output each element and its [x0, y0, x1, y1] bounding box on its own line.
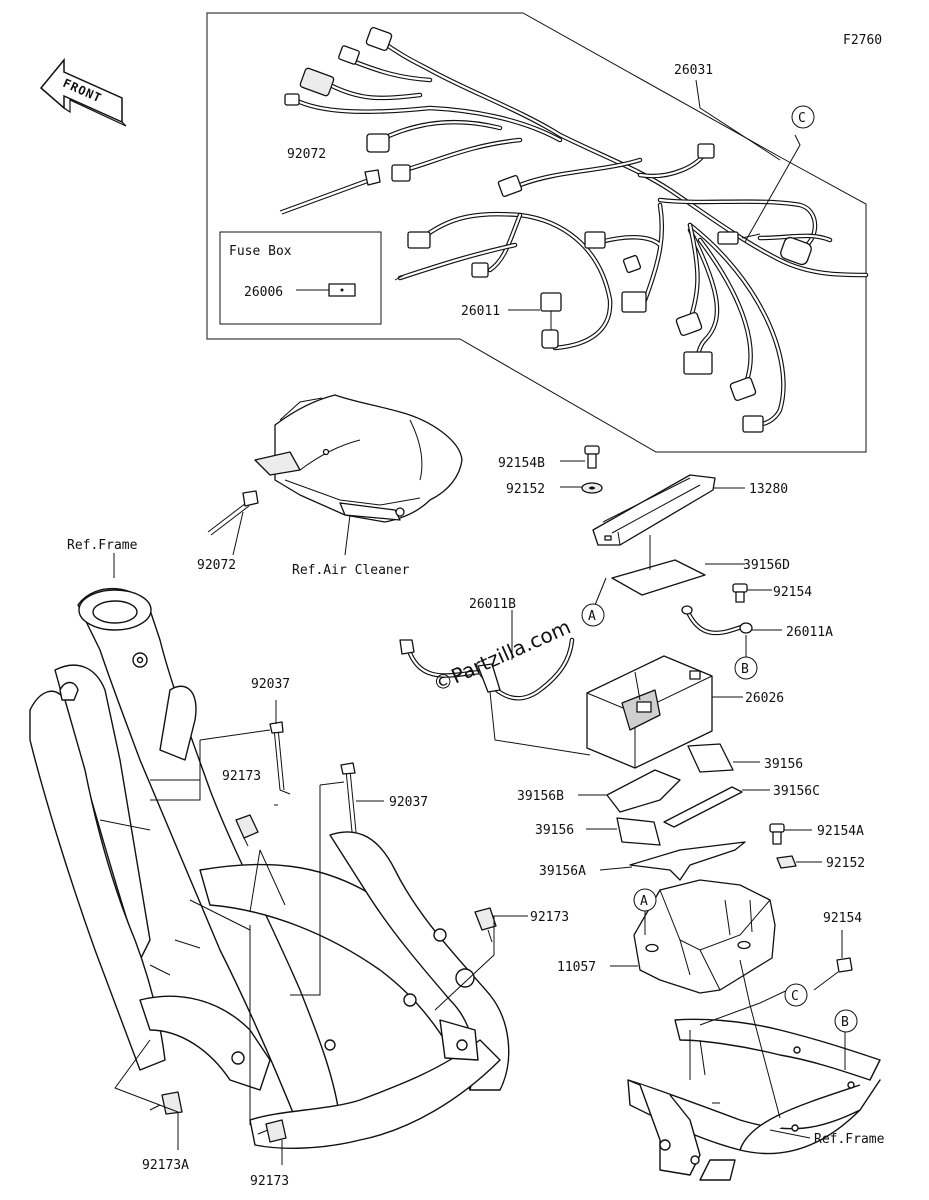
label-92154-top: 92154: [773, 585, 812, 600]
clip-mid: [235, 814, 259, 847]
air-cleaner-housing: [254, 394, 463, 523]
callout-a-lower: A: [633, 888, 657, 912]
label-39156c: 39156C: [773, 784, 820, 799]
sub-harness: [540, 292, 562, 349]
pad-39156-right: [687, 743, 760, 773]
clip-bottom: [257, 1119, 287, 1143]
band-right: [340, 762, 357, 833]
label-92152-low: 92152: [826, 856, 865, 871]
pad-39156a: [599, 841, 746, 881]
harness-clamp-lower: [207, 490, 259, 536]
label-26026: 26026: [745, 691, 784, 706]
label-26011b: 26011B: [469, 597, 516, 612]
label-92037-left: 92037: [251, 677, 290, 692]
fuse-box-inset: [219, 231, 382, 325]
callout-b-left: B: [734, 656, 758, 680]
label-13280: 13280: [749, 482, 788, 497]
pad-39156d: [611, 535, 745, 596]
clip-a: [149, 1091, 183, 1115]
callout-letter: B: [741, 662, 749, 677]
label-92173-mid: 92173: [222, 769, 261, 784]
label-92072-upper: 92072: [287, 147, 326, 162]
label-92072-lower: 92072: [197, 558, 236, 573]
callout-a-left: A: [581, 603, 605, 627]
label-26011: 26011: [461, 304, 500, 319]
vehicle-frame: [29, 587, 510, 1149]
battery-holder: [592, 474, 745, 546]
harness-clamp-upper: [279, 169, 381, 215]
callout-letter: A: [588, 609, 596, 624]
label-26011a: 26011A: [786, 625, 833, 640]
label-39156-left: 39156: [535, 823, 574, 838]
main-harness: [284, 26, 869, 433]
bolt-92154-low: [813, 930, 853, 991]
harness-group-outline: [206, 12, 867, 453]
label-26006: 26006: [244, 285, 283, 300]
callout-c-upper: C: [791, 105, 815, 129]
battery-26026: [586, 655, 743, 769]
frame-bracket-right: [627, 1018, 881, 1181]
label-92173-right: 92173: [530, 910, 569, 925]
callout-letter: A: [640, 894, 648, 909]
label-92173a: 92173A: [142, 1158, 189, 1173]
clip-right: [474, 907, 497, 943]
watermark: ©Partzilla.com: [429, 614, 574, 696]
battery-case: [610, 879, 776, 994]
pad-39156c: [663, 786, 770, 828]
label-39156-right: 39156: [764, 757, 803, 772]
label-92154-low: 92154: [823, 911, 862, 926]
pad-39156b: [578, 769, 681, 813]
lead-26011b: [399, 610, 591, 756]
label-92173-bottom: 92173: [250, 1174, 289, 1189]
label-39156d: 39156D: [743, 558, 790, 573]
label-39156a: 39156A: [539, 864, 586, 879]
fuse-box-title: Fuse Box: [229, 244, 292, 259]
pad-39156-left: [586, 817, 661, 846]
callout-letter: B: [841, 1015, 849, 1030]
ref-frame-top: Ref.Frame: [67, 538, 138, 553]
band-left: [269, 721, 291, 795]
label-92037-right: 92037: [389, 795, 428, 810]
washer-92152-low: [776, 855, 822, 869]
callout-letter: C: [798, 111, 806, 126]
label-11057: 11057: [557, 960, 596, 975]
left-leader-lines: [113, 511, 528, 1165]
callout-b-lower: B: [834, 1009, 858, 1033]
figure-code: F2760: [843, 33, 882, 48]
ref-air-cleaner: Ref.Air Cleaner: [292, 563, 410, 578]
label-26031: 26031: [674, 63, 713, 78]
bolt-92154b: [560, 445, 600, 469]
front-arrow-icon: FRONT: [39, 57, 127, 127]
label-92154a: 92154A: [817, 824, 864, 839]
washer-92152-top: [560, 482, 603, 494]
label-92154b: 92154B: [498, 456, 545, 471]
ref-frame-bottom: Ref.Frame: [814, 1132, 885, 1147]
bolt-92154a: [769, 823, 812, 845]
label-92152-top: 92152: [506, 482, 545, 497]
label-39156b: 39156B: [517, 789, 564, 804]
callout-letter: C: [791, 989, 799, 1004]
lead-26011a: [681, 605, 782, 658]
callout-c-lower: C: [784, 983, 808, 1007]
bolt-92154-top: [732, 583, 772, 603]
